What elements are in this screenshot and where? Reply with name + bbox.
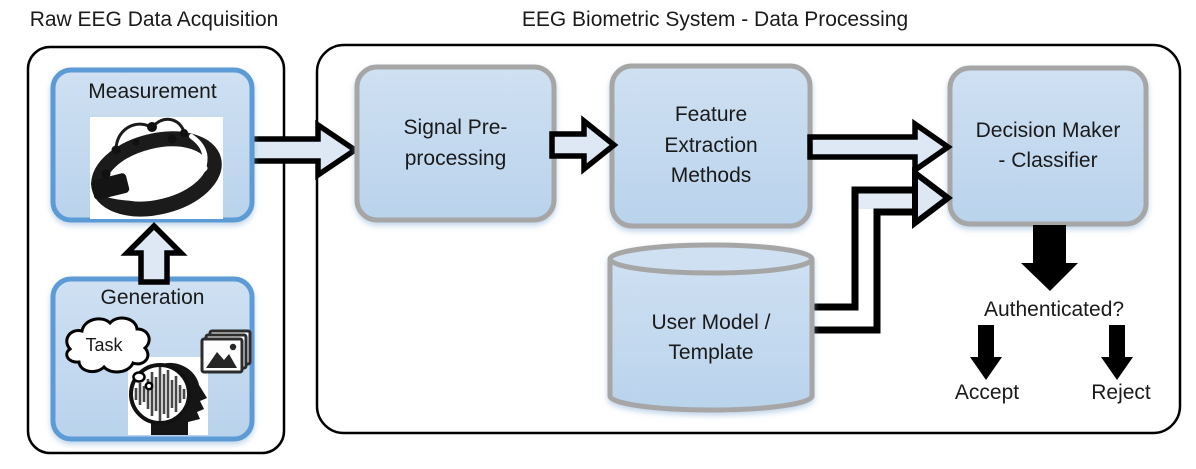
arrow-generation-to-measurement [120, 222, 188, 285]
decision-maker-label: Decision Maker - Classifier [950, 68, 1146, 224]
head-eeg-icon [128, 357, 208, 435]
decision-maker-text: Decision Maker - Classifier [975, 118, 1121, 172]
arrow-signal-to-feature [549, 115, 619, 175]
user-model-text: User Model / Template [651, 310, 771, 364]
measurement-label: Measurement [88, 80, 217, 103]
generation-label: Generation [100, 286, 205, 309]
processing-title: EEG Biometric System - Data Processing [521, 8, 909, 31]
task-label: Task [85, 335, 123, 355]
feature-extraction-label: Feature Extraction Methods [612, 66, 810, 226]
arrow-usermodel-to-decision [798, 166, 953, 334]
accept-label: Accept [954, 381, 1020, 404]
signal-preprocessing-text: Signal Pre-processing [403, 116, 508, 170]
feature-extraction-text: Feature Extraction Methods [664, 103, 758, 188]
reject-label: Reject [1091, 381, 1151, 404]
arrow-feature-to-decision [807, 118, 953, 176]
signal-preprocessing-label: Signal Pre-processing [357, 67, 554, 220]
acquisition-title: Raw EEG Data Acquisition [29, 8, 279, 31]
task-cloud-icon [65, 316, 154, 391]
user-model-label: User Model / Template [610, 268, 812, 408]
eeg-waveform-bars [134, 367, 186, 421]
eeg-headset-icon [90, 117, 223, 219]
image-stack-icon [200, 329, 252, 374]
authenticated-label: Authenticated? [983, 298, 1125, 321]
arrow-measurement-to-signal [243, 119, 360, 181]
user-model-cylinder [607, 242, 815, 413]
arrow-to-reject [1101, 325, 1133, 380]
arrow-decision-to-authenticated [1021, 225, 1078, 291]
arrow-to-accept [970, 325, 1002, 380]
